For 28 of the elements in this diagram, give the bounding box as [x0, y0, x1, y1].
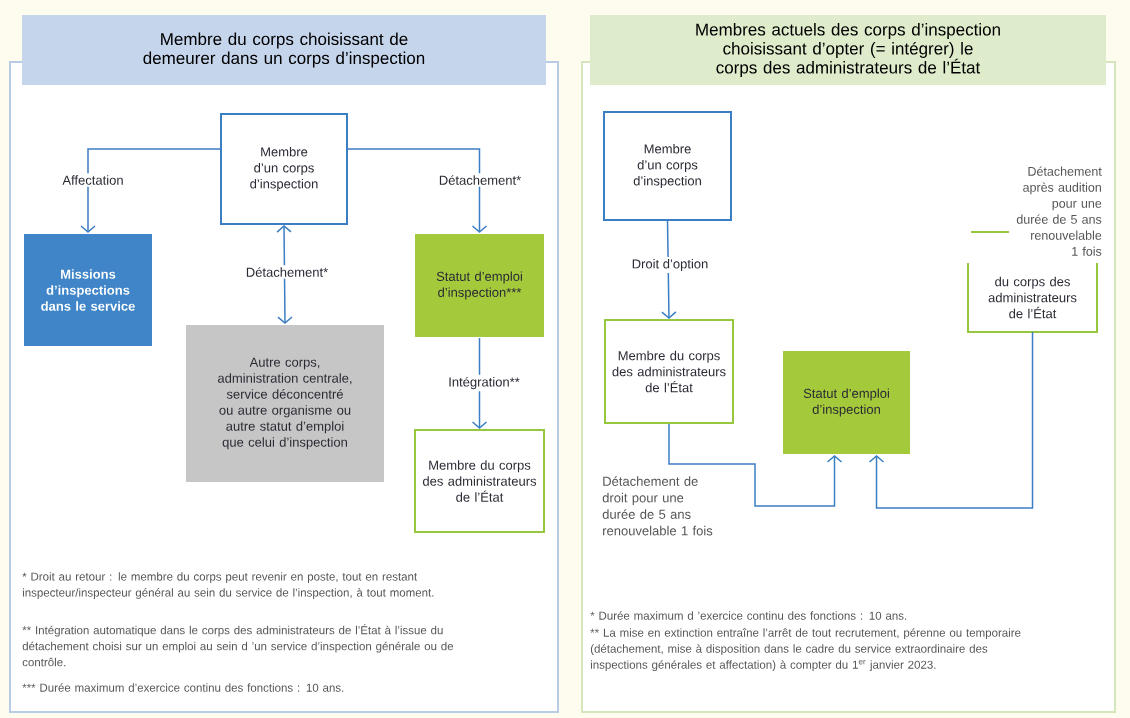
panel-heading: Membres actuels des corps d’inspection choisissant d’opter (= intégrer) le corps des administrateurs de l’État [590, 15, 1106, 85]
arrow [661, 220, 677, 319]
arrow [276, 225, 293, 324]
process-box: Membre du corps des administrateurs de l’État [604, 319, 734, 424]
arrow [347, 148, 488, 233]
arrow [80, 148, 221, 233]
edge-label: Détachement* [436, 173, 524, 187]
arrow [868, 331, 1034, 509]
side-note: Détachement après audition pour une durée de 5 ans renouvelable 1 fois [1016, 166, 1102, 256]
edge-label: Détachement* [243, 265, 331, 279]
arrow [668, 423, 843, 507]
footnote: *** Durée maximum d’exercice continu des fonctions : 10 ans. [22, 683, 344, 692]
process-box: Missions d’inspections dans le service [24, 234, 152, 346]
panel-heading: Membre du corps choisissant de demeurer dans un corps d’inspection [22, 15, 546, 85]
edge-label: Affectation [60, 173, 126, 187]
footnote: ** Intégration automatique dans le corps des administrateurs de l’État à l’issue du détachement choisi sur un emploi au sein d ’un service d’inspection générale ou de contrôle. [22, 624, 454, 667]
footnote: * Durée maximum d ’exercice continu des fonctions : 10 ans. [590, 611, 907, 620]
process-box: du corps des administrateurs de l’État [967, 262, 1098, 333]
process-box: Autre corps, administration centrale, service déconcentré ou autre organisme ou autre statut d’emploi que celui d’inspection [186, 325, 384, 482]
footnote: ** La mise en extinction entraîne l’arrêt de tout recrutement, pérenne ou temporaire (détachement, mise à disposition dans le cadre du service extraordinaire des inspections générales et affectation) à compter du 1$^{er}$ janvier 2023. [590, 628, 1021, 672]
process-box: Membre d’un corps d’inspection [603, 111, 732, 221]
edge-label: Détachement de droit pour une durée de 5 ans renouvelable 1 fois [600, 474, 727, 538]
process-box: Membre d’un corps d’inspection [220, 113, 348, 225]
process-box: Statut d’emploi d’inspection [783, 351, 910, 454]
process-box: Statut d’emploi d’inspection*** [415, 234, 544, 337]
arrow [471, 337, 488, 429]
footnote: * Droit au retour : le membre du corps peut revenir en poste, tout en restant inspecteur/inspecteur général au sein du service de l’inspection, à tout moment. [22, 572, 434, 599]
process-box: Membre du corps des administrateurs de l’État [414, 429, 545, 533]
